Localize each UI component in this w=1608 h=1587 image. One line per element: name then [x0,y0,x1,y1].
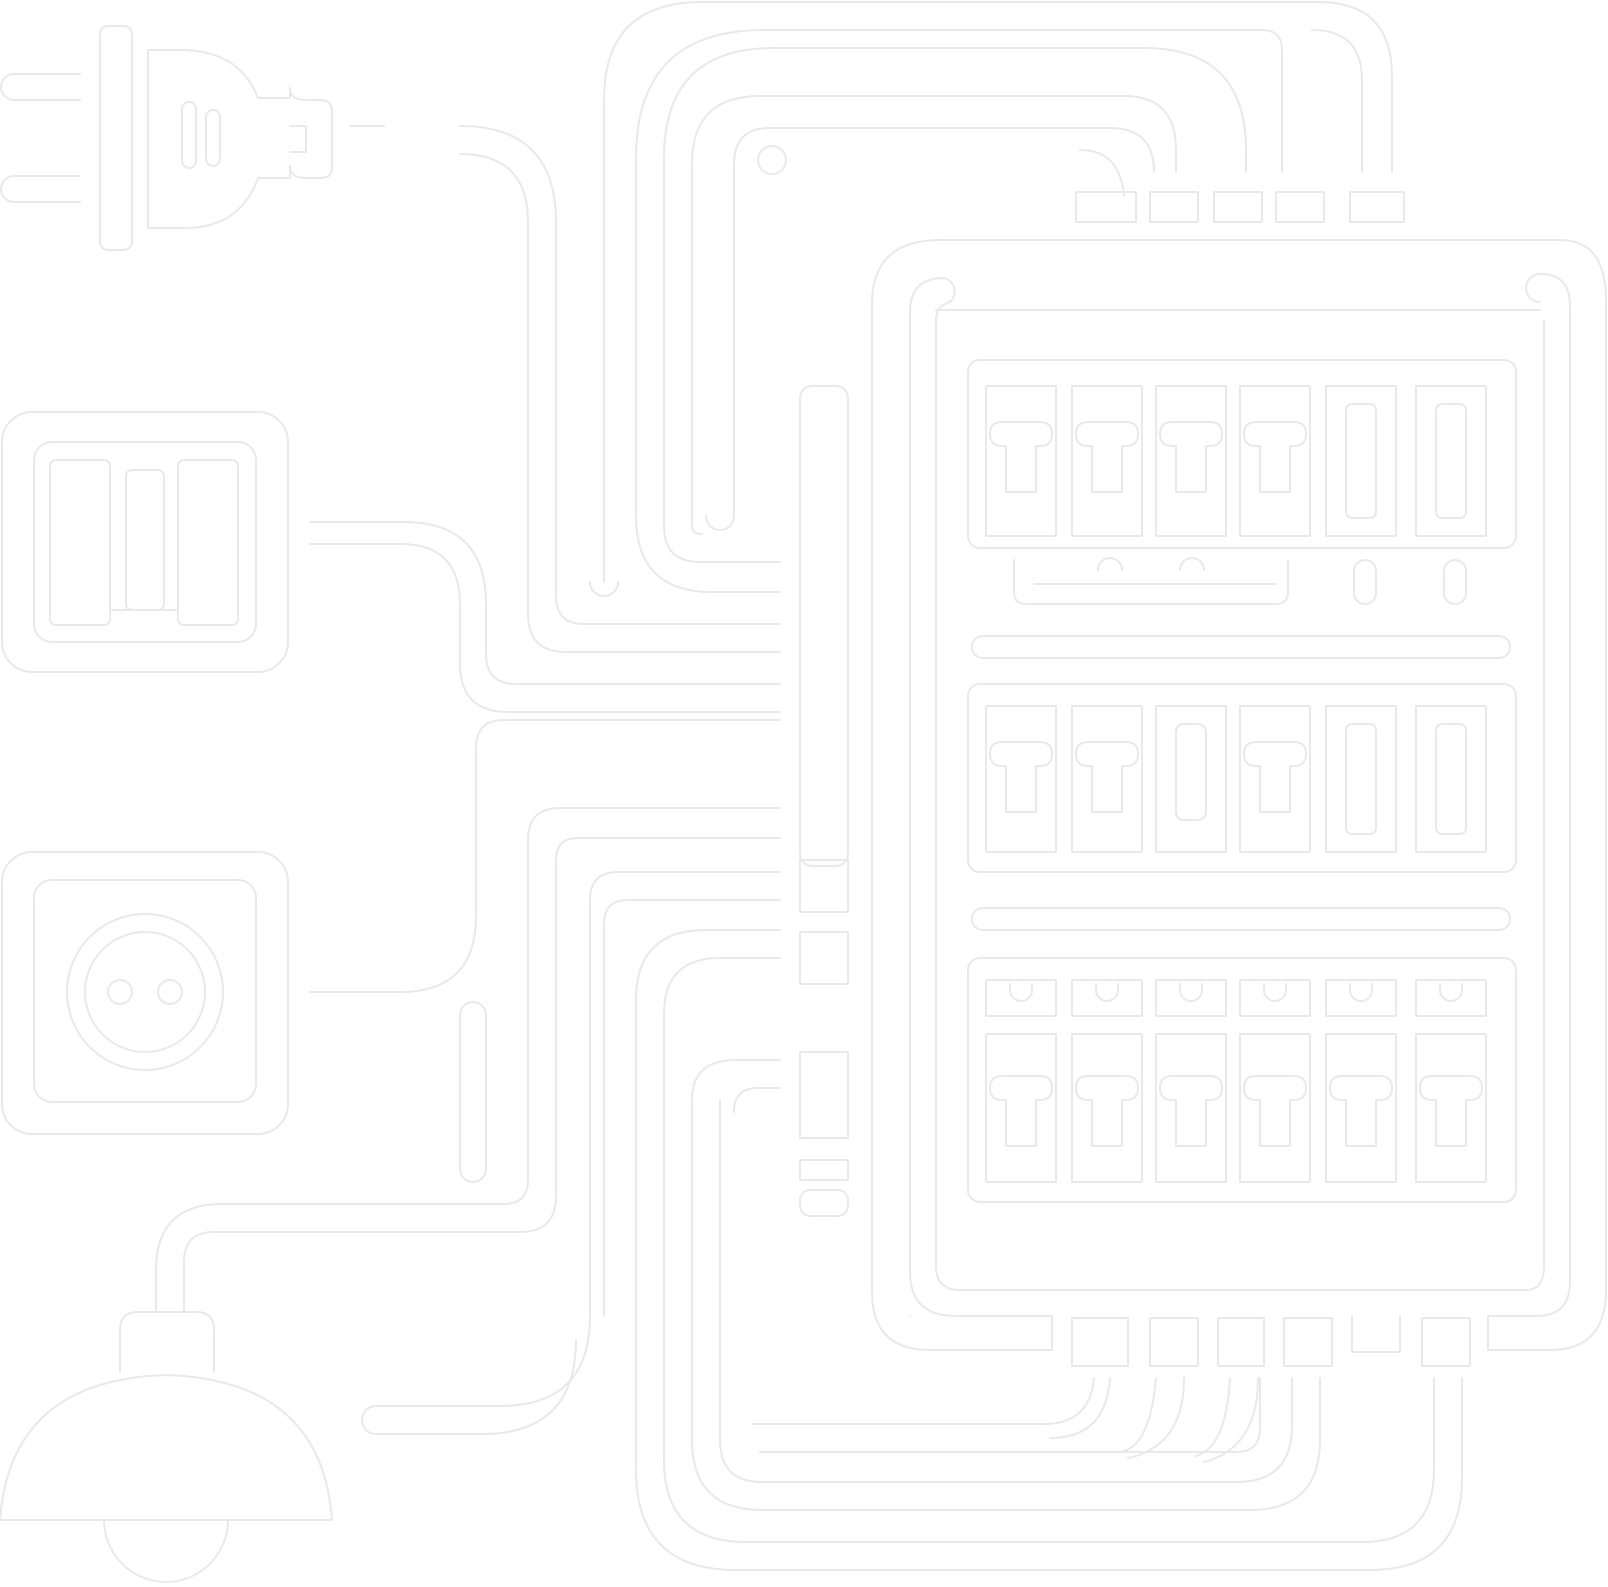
breaker-toggle [1075,1075,1139,1147]
breaker-module [1155,1033,1227,1183]
breaker-module [1071,979,1143,1017]
breaker-module [1325,705,1397,853]
breaker-toggle [1329,1075,1393,1147]
breaker-toggle [1419,1075,1483,1147]
breaker-module [1415,705,1487,853]
breaker-module [1155,385,1227,537]
breaker-module [1415,979,1487,1017]
breaker-indicator [1179,983,1203,1002]
bottom-terminal-block [1051,1315,1471,1367]
breaker-toggle [989,1075,1053,1147]
switch-icon [1,411,289,673]
breaker-indicator [1349,983,1373,1002]
breaker-module [1239,1033,1311,1183]
breaker-module [1415,385,1487,537]
breaker-module [985,385,1057,537]
breaker-module [1325,1033,1397,1183]
breaker-module [1155,705,1227,853]
plug-icon [0,25,385,251]
breaker-indicator [1263,983,1287,1002]
breaker-module [1155,979,1227,1017]
breaker-slot [1345,403,1377,519]
breaker-module [1239,705,1311,853]
breaker-slot [1345,723,1377,835]
top-terminal-block [1075,191,1405,223]
socket-icon [1,719,781,1135]
breaker-toggle [989,741,1053,813]
breaker-module [1071,1033,1143,1183]
breaker-module [1071,385,1143,537]
breaker-module [1239,385,1311,537]
breaker-module [1239,979,1311,1017]
wire-icon [309,1,1463,1571]
breaker-toggle [1159,421,1223,493]
breaker-slot [1435,403,1467,519]
breaker-modules [985,385,1487,1183]
breaker-module [1071,705,1143,853]
breaker-module [1415,1033,1487,1183]
breaker-module [985,1033,1057,1183]
breaker-indicator [1009,983,1033,1002]
breaker-toggle [1243,421,1307,493]
ceiling-lamp-icon [0,807,781,1583]
breaker-slot [1435,723,1467,835]
breaker-toggle [1243,1075,1307,1147]
breaker-module [985,705,1057,853]
breaker-toggle [1075,421,1139,493]
breaker-indicator [1095,983,1119,1002]
breaker-module [1325,979,1397,1017]
breaker-module [985,979,1057,1017]
breaker-toggle [1243,741,1307,813]
breaker-indicator [1439,983,1463,1002]
breaker-slot [1175,723,1207,821]
breaker-toggle [1075,741,1139,813]
breaker-panel-icon [871,239,1607,1351]
breaker-module [1325,385,1397,537]
breaker-toggle [989,421,1053,493]
breaker-toggle [1159,1075,1223,1147]
